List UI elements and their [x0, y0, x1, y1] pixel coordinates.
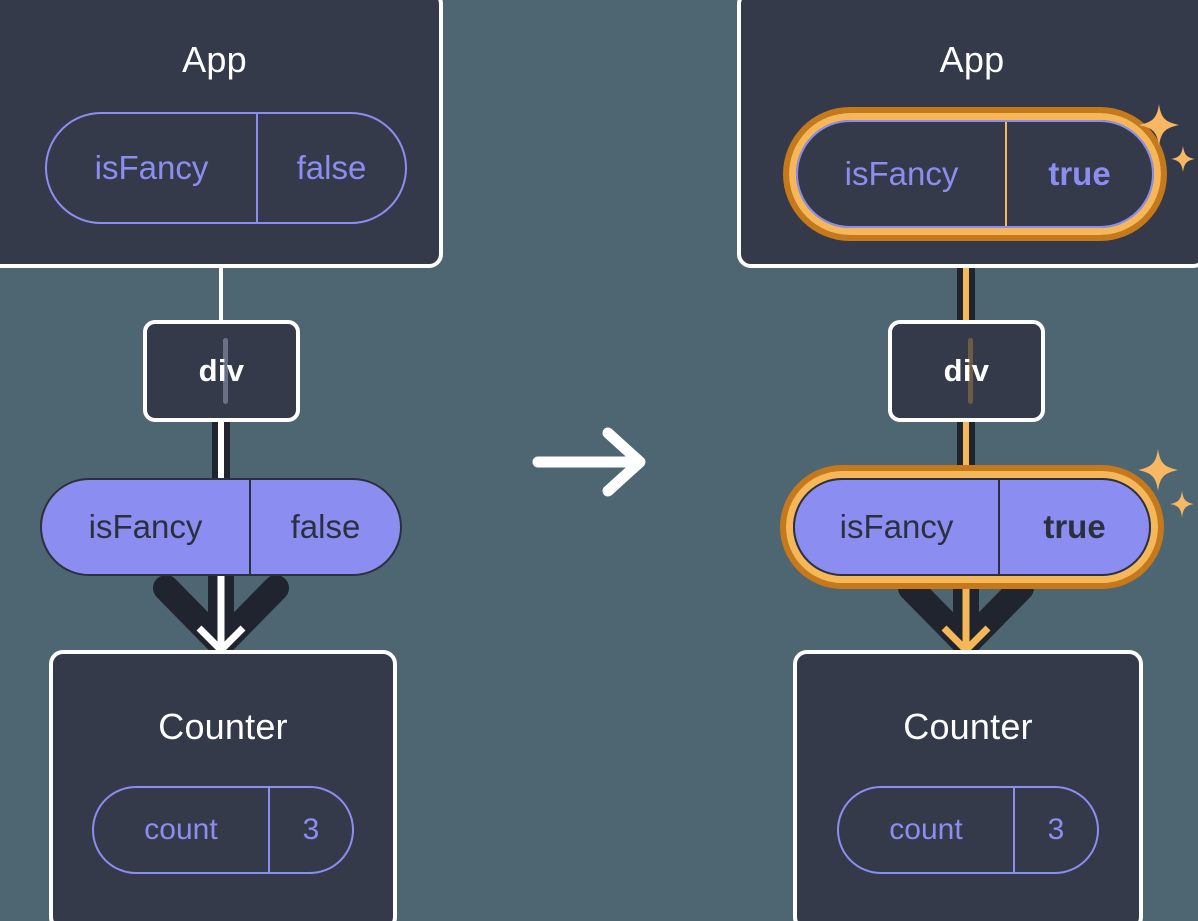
prop-pill-highlight-ring [786, 471, 1158, 583]
host-div-label: div [943, 353, 990, 388]
app-state-pill-value: false [256, 114, 405, 222]
counter-state-pill-value: 3 [268, 788, 352, 872]
app-state-pill[interactable]: isFancy false [45, 112, 407, 224]
counter-title: Counter [903, 706, 1033, 747]
prop-pill-value: true [998, 480, 1149, 574]
host-div-box[interactable]: div [888, 320, 1045, 422]
app-state-pill-name: isFancy [844, 155, 959, 192]
counter-component-box[interactable]: Counter count 3 [793, 650, 1143, 921]
app-component-box[interactable]: App isFancy false [0, 0, 443, 268]
transition-arrow-right-icon [530, 425, 652, 505]
counter-state-pill-name: count [144, 813, 218, 846]
after-state-panel: App isFancy true div isFancy true [599, 0, 1198, 921]
prop-pill-name: isFancy [839, 508, 954, 545]
wire-passthrough-marker [968, 338, 973, 404]
host-div-box[interactable]: div [143, 320, 300, 422]
counter-state-pill[interactable]: count 3 [837, 786, 1099, 874]
prop-pill[interactable]: isFancy true [793, 478, 1151, 576]
app-state-pill[interactable]: isFancy true [796, 120, 1154, 228]
app-state-pill-name: isFancy [94, 149, 209, 186]
app-state-pill-value: true [1005, 122, 1152, 226]
wire-div-to-prop-inner [218, 418, 224, 494]
counter-component-box[interactable]: Counter count 3 [49, 650, 397, 921]
app-title: App [939, 39, 1005, 80]
counter-state-pill[interactable]: count 3 [92, 786, 354, 874]
counter-title: Counter [158, 706, 288, 747]
counter-state-pill-name: count [889, 813, 963, 846]
wire-div-to-prop-inner [963, 418, 969, 494]
app-title: App [182, 39, 247, 80]
wire-passthrough-marker [223, 338, 228, 404]
prop-pill-name: isFancy [88, 508, 203, 545]
before-state-panel: App isFancy false div isFancy false Coun… [0, 0, 443, 921]
host-div-label: div [198, 353, 245, 388]
counter-state-pill-value: 3 [1013, 788, 1097, 872]
prop-pill[interactable]: isFancy false [40, 478, 402, 576]
wire-app-to-div-inner [963, 215, 969, 325]
app-state-pill-highlight-ring [789, 113, 1161, 235]
wire-app-to-div [219, 264, 223, 322]
prop-pill-value: false [249, 480, 400, 574]
